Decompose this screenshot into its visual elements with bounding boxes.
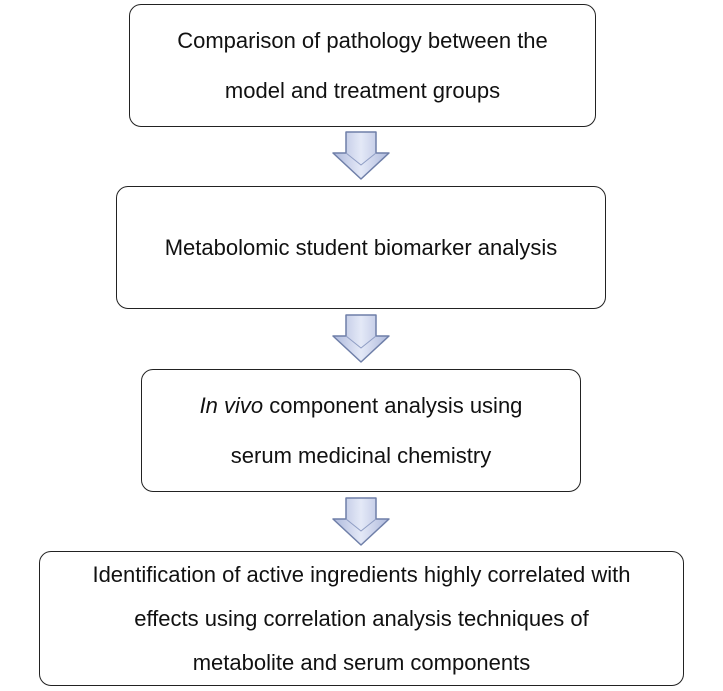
- step-3-line-1: In vivo component analysis using: [200, 381, 523, 431]
- step-2-line-1: Metabolomic student biomarker analysis: [164, 234, 558, 260]
- step-box-active-ingredient-identification: Identification of active ingredients hig…: [39, 551, 684, 686]
- step-3-italic-term: In vivo: [199, 392, 264, 418]
- down-arrow-icon: [332, 314, 390, 363]
- step-3-line-2: serum medicinal chemistry: [230, 442, 492, 468]
- step-1-line-1: Comparison of pathology between the: [177, 27, 548, 53]
- step-box-pathology-comparison: Comparison of pathology between the mode…: [129, 4, 596, 127]
- step-4-line-3: metabolite and serum components: [192, 649, 531, 675]
- step-1-line-2: model and treatment groups: [224, 77, 501, 103]
- step-4-line-2: effects using correlation analysis techn…: [134, 605, 589, 631]
- down-arrow-icon: [332, 497, 390, 546]
- step-box-biomarker-analysis: Metabolomic student biomarker analysis: [116, 186, 606, 309]
- down-arrow-icon: [332, 131, 390, 180]
- step-box-in-vivo-component-analysis: In vivo component analysis using serum m…: [141, 369, 581, 492]
- step-4-line-1: Identification of active ingredients hig…: [92, 561, 631, 587]
- step-3-line-1-rest: component analysis using: [263, 392, 523, 418]
